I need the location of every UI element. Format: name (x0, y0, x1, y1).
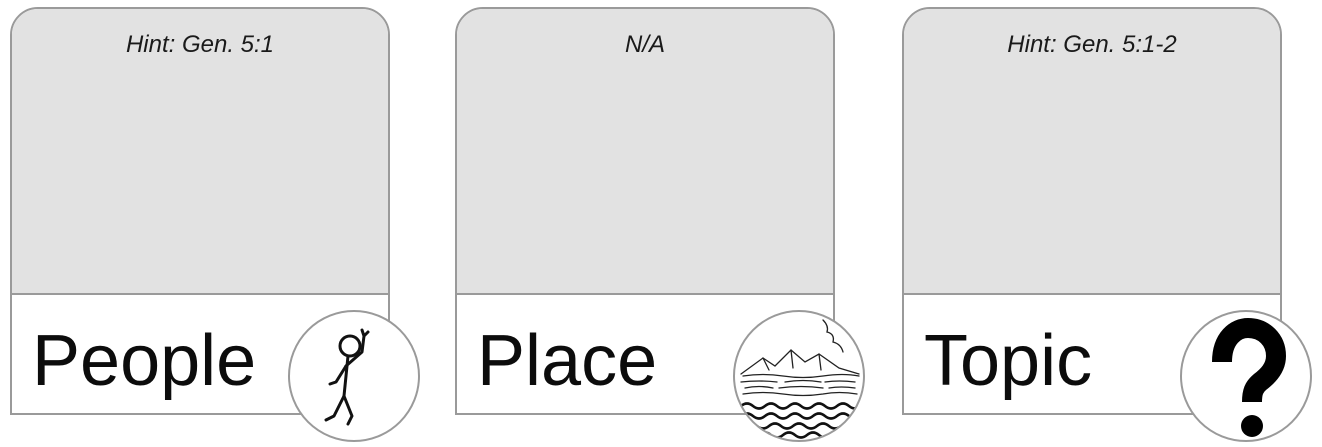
people-hint: Hint: Gen. 5:1 (12, 31, 388, 59)
topic-hint: Hint: Gen. 5:1-2 (904, 31, 1280, 59)
stick-figure-icon (288, 310, 420, 442)
people-label: People (32, 321, 256, 401)
people-card-hint-area: Hint: Gen. 5:1 (12, 9, 388, 295)
place-card-hint-area: N/A (457, 9, 833, 295)
topic-label: Topic (924, 321, 1092, 401)
landscape-icon (733, 310, 865, 442)
question-mark-icon (1180, 310, 1312, 442)
place-hint: N/A (457, 31, 833, 59)
place-label: Place (477, 321, 657, 401)
topic-card-hint-area: Hint: Gen. 5:1-2 (904, 9, 1280, 295)
